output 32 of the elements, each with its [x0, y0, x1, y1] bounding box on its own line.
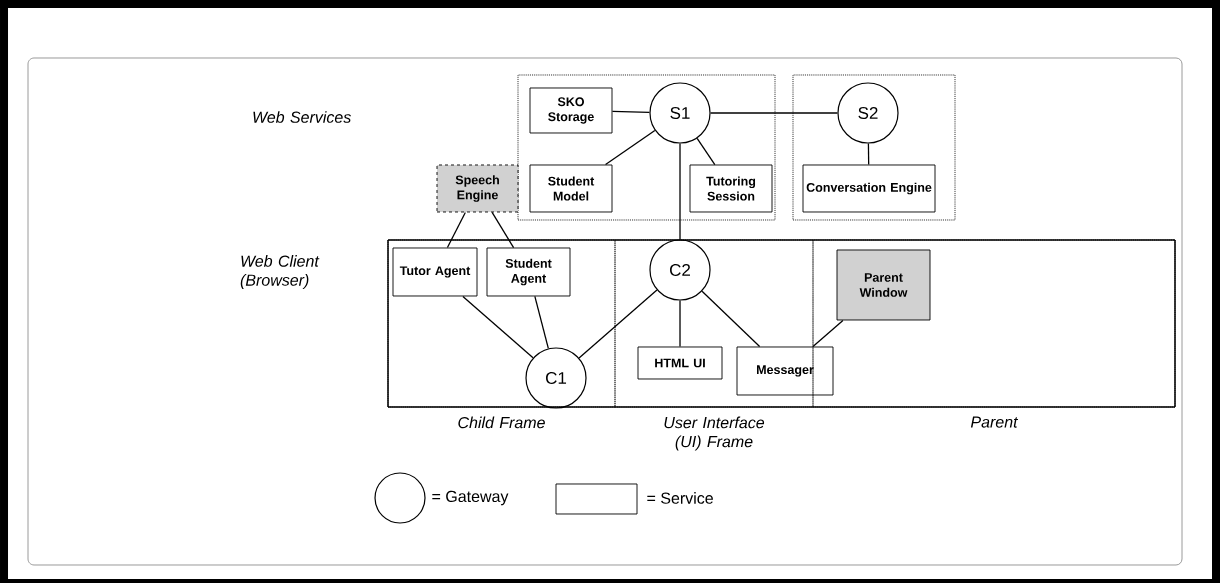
- frame-label: Child Frame: [458, 416, 545, 429]
- service-box: Student Agent: [486, 247, 571, 297]
- connector-line: [491, 211, 515, 249]
- connector-line: [534, 295, 549, 350]
- service-box: Tutoring Session: [689, 164, 773, 213]
- row-label: Web Services: [253, 111, 351, 123]
- connector-line: [679, 142, 681, 241]
- connector-line: [462, 295, 534, 359]
- connector-line: [679, 299, 681, 348]
- frame-label: User Interface (UI) Frame: [664, 416, 765, 451]
- connector-line: [696, 137, 716, 166]
- service-box: Tutor Agent: [392, 247, 478, 297]
- group-box: [792, 74, 956, 221]
- legend-item: = Gateway: [374, 472, 509, 524]
- service-box: Parent Window: [836, 249, 931, 321]
- group-box: [517, 74, 776, 221]
- row-label: Web Client (Browser): [240, 255, 320, 289]
- service-box: Student Model: [529, 164, 613, 213]
- connector-line: [867, 142, 870, 166]
- service-box: Speech Engine: [436, 164, 519, 213]
- service-box: HTML UI: [637, 346, 723, 380]
- service-box: Messager: [736, 346, 834, 396]
- service-box: SKO Storage: [529, 87, 613, 134]
- connector-line: [611, 110, 651, 113]
- frame-label: Parent: [970, 416, 1019, 428]
- connector-line: [578, 289, 658, 359]
- connector-line: [701, 290, 761, 348]
- connector-line: [446, 211, 466, 249]
- service-box: Conversation Engine: [802, 164, 936, 213]
- legend-item: = Service: [555, 483, 713, 515]
- connector-line: [604, 129, 656, 166]
- connector-line: [709, 112, 839, 114]
